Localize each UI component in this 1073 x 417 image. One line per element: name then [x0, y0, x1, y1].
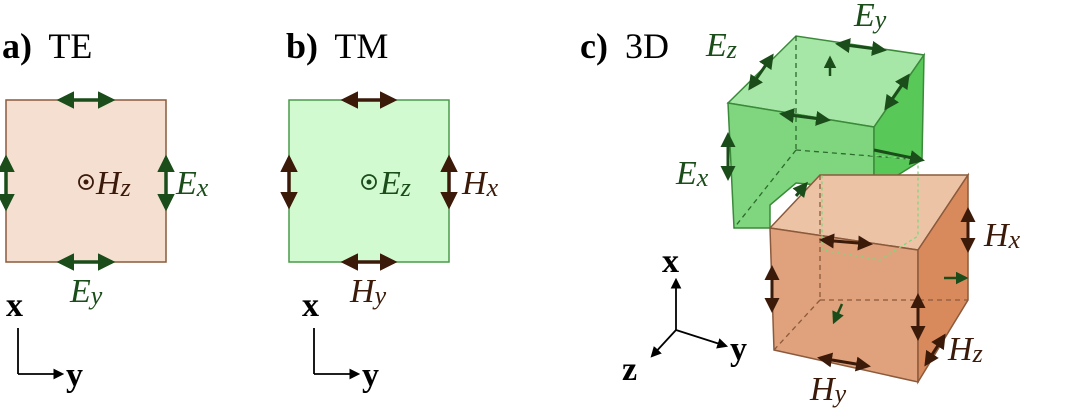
panel-3d: c) 3D — [580, 0, 1021, 408]
h-top-edge-arrow — [819, 233, 873, 251]
panel-tm-letter: b) — [286, 26, 318, 66]
tm-axis-y-label: y — [362, 357, 379, 394]
cube-h-bottom-label: Hy — [809, 371, 847, 408]
axis-3d-z-arrow — [650, 329, 677, 358]
e-cube-arrows — [720, 38, 925, 199]
cube-e-left-label: Ex — [675, 155, 709, 192]
axis-3d-y-label: y — [730, 331, 747, 368]
e-corner-arrow — [792, 181, 808, 199]
h-cube-hidden-edge-diagonal — [773, 299, 821, 351]
te-bottom-field-label: Ey — [69, 273, 103, 310]
cube-h-right-label: Hx — [983, 217, 1021, 254]
e-left-diag-arrow — [748, 53, 774, 91]
h-cube-arrows — [764, 207, 976, 372]
tm-axis-x-label: x — [302, 287, 319, 324]
h-cube — [768, 149, 970, 385]
e-front-edge-arrow — [779, 108, 831, 126]
h-cube-overlap-outline — [821, 149, 919, 261]
panel-3d-letter: c) — [580, 26, 608, 66]
panel-tm-title: b) TM — [286, 26, 388, 66]
e-cube-hidden-edge-diagonal — [733, 149, 797, 229]
axis-3d-y-arrow — [675, 329, 729, 349]
panel-tm-name: TM — [334, 26, 388, 66]
h-cube-front-face — [769, 227, 919, 383]
panel-te-name: TE — [48, 26, 92, 66]
h-right-diag-arrow — [924, 333, 946, 367]
tm-center-field-label: Ez — [379, 165, 411, 202]
h-front-normal-arrow — [832, 303, 844, 325]
panel-tm: b) TM Ez Hx Hy x y — [280, 26, 499, 394]
cube-h-right-bottom-label: Hz — [947, 331, 983, 368]
te-axis-x-label: x — [6, 287, 23, 324]
cube-e-left-top-label: Ez — [705, 27, 737, 64]
panel-te-title: a) TE — [2, 26, 92, 66]
tm-out-of-plane-icon — [361, 174, 377, 190]
te-center-field-label: Hz — [95, 165, 131, 202]
panel-3d-title: c) 3D — [580, 26, 669, 66]
panel-te-letter: a) — [2, 26, 32, 66]
tm-bottom-field-label: Hy — [349, 273, 387, 310]
te-out-of-plane-icon — [78, 174, 94, 190]
e-top-edge-arrow — [835, 38, 887, 56]
cube-e-top-label: Ey — [853, 0, 887, 34]
e-bottom-right-arrow — [873, 148, 925, 165]
panel-3d-name: 3D — [625, 26, 669, 66]
tm-out-of-plane-dot-icon — [366, 179, 372, 185]
e-right-diag-arrow — [884, 73, 910, 111]
tm-right-field-label: Hx — [461, 165, 499, 202]
axis-3d-z-label: z — [622, 351, 637, 388]
te-axis-y-label: y — [66, 357, 83, 394]
te-out-of-plane-dot-icon — [83, 179, 89, 185]
axis-3d-x-label: x — [662, 243, 679, 280]
te-right-field-label: Ex — [175, 165, 209, 202]
h-bottom-edge-arrow — [817, 352, 871, 372]
e-cube-hidden-edge-back — [795, 149, 923, 161]
panel-te: a) TE Hz Ex Ey x y — [0, 26, 209, 394]
